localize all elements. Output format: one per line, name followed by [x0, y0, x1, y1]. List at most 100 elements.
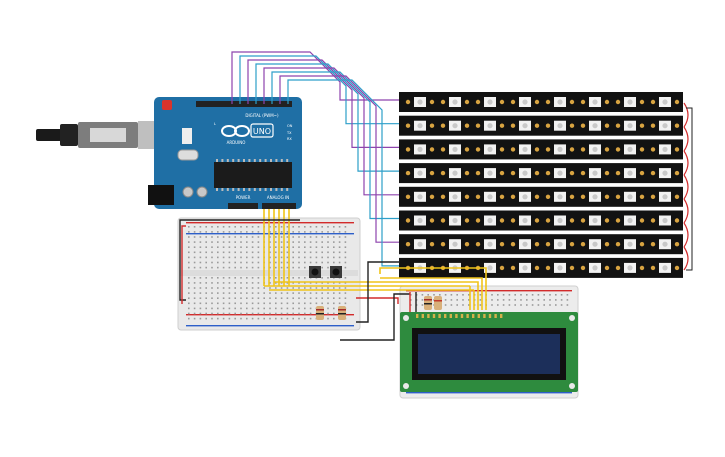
potentiometer[interactable]	[434, 296, 442, 310]
arduino-logo-icon	[221, 125, 250, 137]
led-pixel	[580, 262, 610, 273]
lcd-16x2-display	[400, 312, 578, 392]
led-strip-1	[399, 92, 683, 112]
led-strip-6	[399, 210, 683, 231]
led-pixel	[440, 215, 470, 226]
breadboard-main-holes	[188, 226, 347, 320]
led-pixel	[475, 262, 505, 273]
led-strip-2	[399, 115, 683, 136]
led-pixel	[615, 262, 645, 273]
led-pixel	[405, 168, 435, 179]
led-pixel	[580, 97, 610, 107]
power-label: POWER	[236, 195, 251, 200]
led-pixel	[615, 191, 645, 202]
led-pixel	[615, 120, 645, 131]
atmega-chip	[214, 162, 292, 188]
led-pixel	[545, 262, 575, 273]
uno-label: UNO	[253, 127, 271, 136]
led-pixel	[510, 215, 540, 226]
led-strip-5	[399, 186, 683, 207]
resistor-1	[316, 306, 324, 320]
led-strip-3	[399, 139, 683, 160]
led-pixel	[650, 168, 680, 179]
led-pixel	[440, 239, 470, 250]
led-pixel	[580, 144, 610, 155]
led-pixel	[580, 120, 610, 131]
push-button-1[interactable]	[309, 266, 321, 278]
led-pixel	[580, 239, 610, 250]
power-wires	[179, 219, 417, 341]
led-pixel	[510, 191, 540, 202]
led-pixel	[510, 120, 540, 131]
led-pixel	[510, 239, 540, 250]
power-header	[228, 203, 258, 209]
led-pixel	[650, 144, 680, 155]
led-pixel	[545, 97, 575, 107]
led-pixel	[405, 144, 435, 155]
led-data-wire-3	[247, 59, 400, 148]
led-pixel	[545, 239, 575, 250]
led-pixel	[405, 120, 435, 131]
led-pixel	[405, 215, 435, 226]
led-pixel	[475, 191, 505, 202]
led-data-wire-7	[279, 75, 400, 243]
led-pixel	[475, 168, 505, 179]
arduino-uno-board: UNO ARDUINO DIGITAL (PWM~) ANALOG IN POW…	[148, 97, 302, 209]
led-pixel	[580, 191, 610, 202]
reset-button[interactable]	[162, 100, 172, 110]
led-pixel	[440, 168, 470, 179]
led-data-wire-8	[287, 79, 400, 267]
led-pixel	[615, 215, 645, 226]
led-pixel	[580, 215, 610, 226]
strip-power-wires	[683, 102, 693, 271]
led-pixel	[545, 215, 575, 226]
led-strip-7	[399, 234, 683, 255]
led-data-wires	[231, 51, 400, 267]
led-pixel	[615, 239, 645, 250]
led-pixel	[545, 191, 575, 202]
led-pixel	[545, 120, 575, 131]
led-pixel	[475, 120, 505, 131]
led-pixel	[580, 168, 610, 179]
led-pixel	[440, 120, 470, 131]
led-pixel	[615, 168, 645, 179]
led-pixel	[475, 215, 505, 226]
analog-wires	[263, 209, 487, 310]
led-data-wire-2	[239, 55, 400, 125]
led-pixel	[510, 168, 540, 179]
l-led-label: L	[214, 122, 216, 126]
resistor-3	[424, 296, 432, 310]
rx-label: RX	[287, 137, 292, 141]
led-pixel	[510, 97, 540, 107]
led-pixel	[615, 144, 645, 155]
led-pixel	[405, 97, 435, 107]
analog-in-label: ANALOG IN	[267, 195, 289, 200]
lcd-header-pins	[416, 314, 503, 318]
lcd-screen	[418, 334, 560, 374]
led-pixel	[440, 97, 470, 107]
led-data-wire-4	[255, 63, 400, 172]
led-pixel	[650, 262, 680, 273]
led-pixel	[440, 191, 470, 202]
tx-label: TX	[286, 131, 292, 135]
led-pixel	[650, 97, 680, 107]
led-data-wire-1	[231, 51, 400, 104]
led-pixel	[475, 239, 505, 250]
digital-header	[196, 101, 292, 107]
led-pixel	[475, 97, 505, 107]
led-pixel	[440, 144, 470, 155]
led-pixel	[545, 144, 575, 155]
led-pixel	[650, 239, 680, 250]
led-pixel	[650, 120, 680, 131]
led-pixel	[650, 215, 680, 226]
led-pixel	[405, 239, 435, 250]
usb-cable	[36, 121, 168, 149]
led-pixel	[475, 144, 505, 155]
analog-header	[262, 203, 296, 209]
led-pixel	[615, 97, 645, 107]
led-pixel	[545, 168, 575, 179]
push-button-2[interactable]	[330, 266, 342, 278]
led-pixel	[405, 191, 435, 202]
led-strip-4	[399, 163, 683, 184]
on-led-label: ON	[287, 124, 293, 128]
